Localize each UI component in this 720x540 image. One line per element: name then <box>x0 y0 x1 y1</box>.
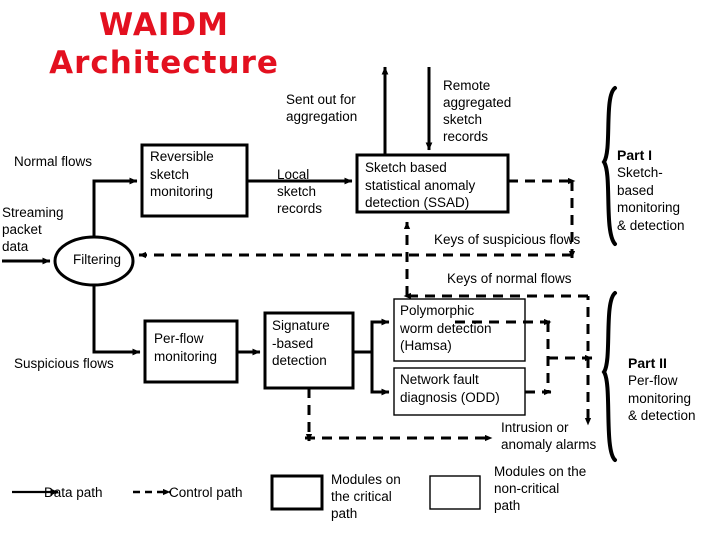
edge-label-normal-flows: Normal flows <box>14 154 93 169</box>
box-label-ssad: Sketch based statistical anomaly detecti… <box>365 160 476 210</box>
part-1-body: Sketch- based monitoring & detection <box>617 165 685 233</box>
edge-label-suspicious-flows: Suspicious flows <box>14 356 114 371</box>
edge-label-remote-aggregated-sketch-records: Remote aggregated sketch records <box>443 78 512 144</box>
brace-part-1 <box>601 86 617 246</box>
edge-split-to-polymorphic <box>370 318 390 352</box>
part-2-body: Per-flow monitoring & detection <box>628 373 696 423</box>
legend-label-control-path: Control path <box>169 485 243 500</box>
legend-noncritical-box <box>429 475 481 510</box>
legend-label-data-path: Data path <box>44 485 103 500</box>
edge-label-local-sketch-records: Local sketch records <box>277 167 323 216</box>
edge-label-intrusion-or-anomaly-alarms: Intrusion or anomaly alarms <box>501 420 597 452</box>
box-ssad <box>355 153 510 214</box>
legend-critical-box <box>270 474 324 511</box>
box-label-network-fault-diagnosis: Network fault diagnosis (ODD) <box>400 372 500 405</box>
part-1-title: Part I <box>617 147 653 163</box>
edge-label-sent-out-for-aggregation: Sent out for aggregation <box>286 92 358 124</box>
edge-label-keys-of-suspicious-flows: Keys of suspicious flows <box>434 232 581 247</box>
edge-label-streaming-packet-data: Streaming packet data <box>2 205 64 254</box>
edge-filtering-to-perflow <box>92 284 141 356</box>
ellipse-label-filtering: Filtering <box>72 252 121 267</box>
box-label-polymorphic-worm-detection: Polymorphic worm detection (Hamsa) <box>400 303 492 353</box>
box-reversible-sketch-monitoring <box>140 143 249 218</box>
edge-label-keys-of-normal-flows: Keys of normal flows <box>447 271 572 286</box>
box-label-signature-based-detection: Signature -based detection <box>272 318 330 368</box>
box-label-per-flow-monitoring: Per-flow monitoring <box>154 331 218 364</box>
brace-part-2 <box>601 291 617 462</box>
edge-filtering-to-reversible <box>92 177 138 238</box>
edge-split-to-network-fault <box>370 352 390 396</box>
box-network-fault-diagnosis <box>393 367 526 416</box>
legend-label-critical-modules: Modules on the critical path <box>331 472 401 521</box>
page-title: WAIDM Architecture <box>49 7 279 81</box>
part-2-title: Part II <box>628 355 667 371</box>
box-polymorphic-worm-detection <box>393 298 526 362</box>
box-label-reversible-sketch-monitoring: Reversible sketch monitoring <box>150 149 214 199</box>
legend-label-noncritical-modules: Modules on the non-critical path <box>494 464 587 513</box>
